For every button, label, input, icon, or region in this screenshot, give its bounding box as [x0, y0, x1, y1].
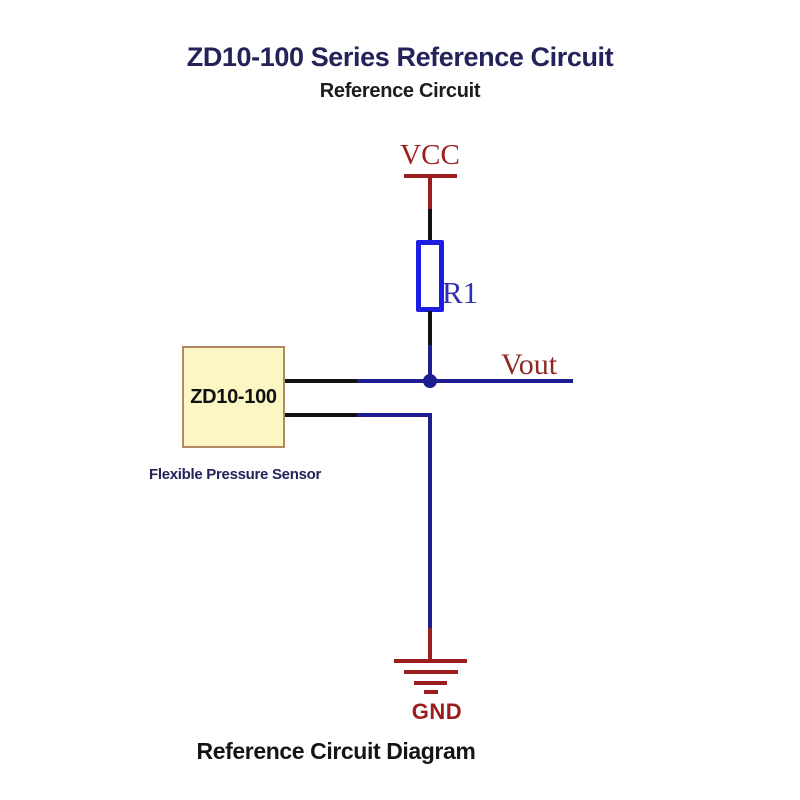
sensor-name: ZD10-100	[190, 385, 277, 408]
page-title: ZD10-100 Series Reference Circuit	[186, 42, 614, 72]
vcc-rail-bar	[404, 174, 457, 178]
wire-sensor-bottom-blue	[357, 413, 432, 417]
wire-sensor-top-blue	[357, 379, 431, 383]
vout-label: Vout	[501, 348, 558, 381]
wire-sensor-bottom-black	[285, 413, 359, 417]
wire-vertical-to-ground-red	[428, 628, 432, 661]
wire-vout	[429, 379, 573, 383]
page-subtitle: Reference Circuit	[319, 80, 481, 102]
ground-bar-1	[394, 659, 467, 663]
gnd-label: GND	[411, 699, 463, 724]
vcc-label: VCC	[400, 139, 460, 171]
resistor-r1-body	[416, 240, 444, 312]
sensor-box: ZD10-100	[182, 346, 285, 448]
wire-resistor-blue-segment	[428, 345, 432, 381]
wire-vcc-red-segment	[428, 177, 432, 210]
ground-bar-4	[424, 690, 438, 694]
ground-bar-2	[404, 670, 458, 674]
resistor-r1-label: R1	[442, 275, 479, 310]
wire-resistor-black-segment	[428, 311, 432, 346]
sensor-description: Flexible Pressure Sensor	[148, 466, 322, 483]
wire-vcc-to-resistor	[428, 209, 432, 242]
page-caption: Reference Circuit Diagram	[196, 738, 476, 764]
ground-bar-3	[414, 681, 447, 685]
wire-vertical-to-ground-blue	[428, 413, 432, 629]
wire-sensor-top-black	[285, 379, 359, 383]
